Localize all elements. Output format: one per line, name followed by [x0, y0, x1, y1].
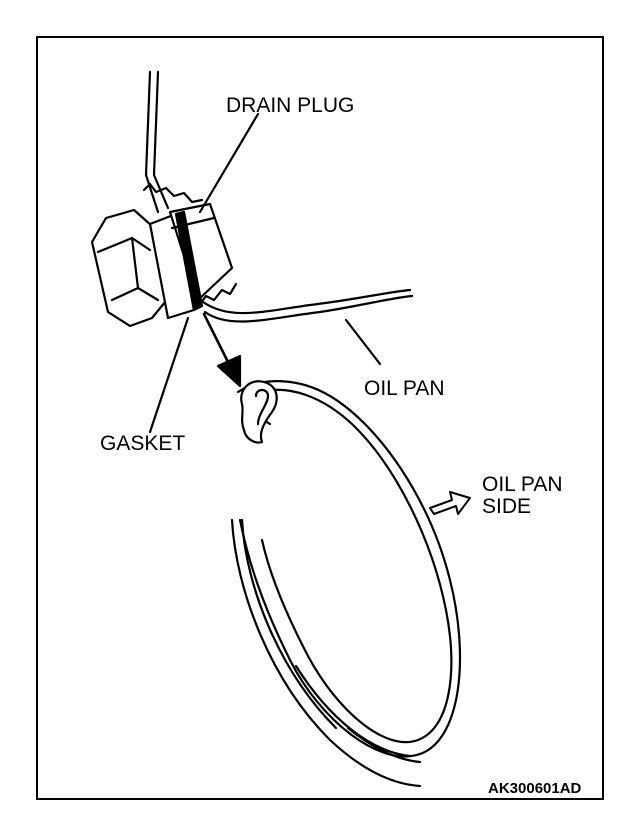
drain-plug-label: DRAIN PLUG — [226, 94, 355, 117]
gasket-label: GASKET — [100, 432, 186, 455]
oil-pan-side-line2: SIDE — [482, 495, 532, 518]
drain-plug-leader — [198, 112, 260, 214]
diagram-frame — [36, 36, 604, 800]
oil-pan-side-label: OIL PAN SIDE — [482, 474, 563, 518]
down-arrow-icon — [202, 312, 242, 388]
oil-pan-wall — [144, 70, 414, 323]
oil-pan-label: OIL PAN — [364, 377, 445, 400]
gasket-leader — [148, 316, 190, 434]
outline-arrow-icon — [429, 491, 471, 515]
oil-pan-leader — [344, 318, 382, 366]
figure-code: AK300601AD — [488, 780, 582, 797]
gasket-ring — [230, 380, 462, 788]
drain-plug — [90, 202, 234, 328]
oil-pan-side-line1: OIL PAN — [482, 473, 563, 496]
